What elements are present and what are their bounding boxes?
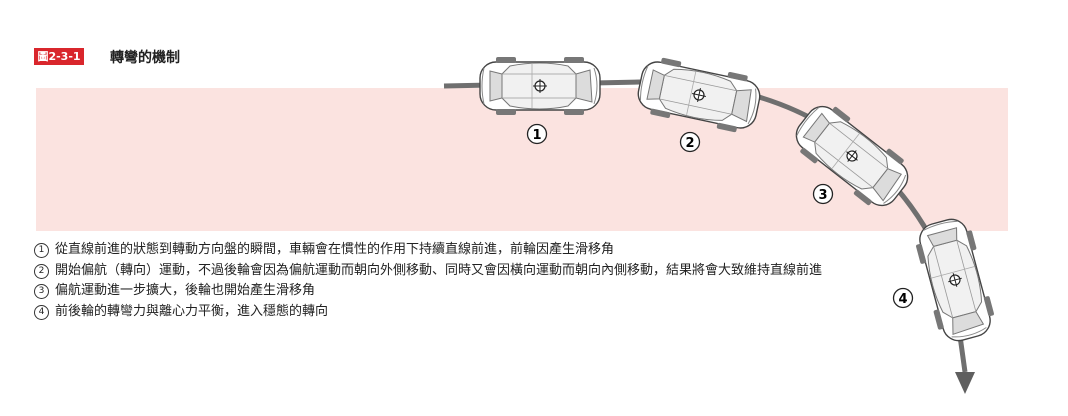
figure-title: 轉彎的機制: [110, 50, 180, 66]
svg-text:3: 3: [818, 188, 827, 203]
legend-number-4: 4: [34, 304, 49, 320]
legend-item-1: 1 從直線前進的狀態到轉動方向盤的瞬間，車輛會在慣性的作用下持續直線前進，前輪因產…: [34, 240, 822, 261]
car-position-1: [479, 56, 601, 116]
legend-number-3: 3: [34, 284, 49, 299]
svg-text:4: 4: [898, 292, 907, 307]
step-badge-1: 1: [526, 123, 548, 145]
figure-number-label: 圖2-3-1: [34, 48, 84, 65]
legend-item-3: 3 偏航運動進一步擴大，後輪也開始產生滑移角: [34, 281, 822, 302]
step-badge-2: 2: [679, 131, 701, 153]
car-position-2: [633, 53, 765, 137]
legend-item-2: 2 開始偏航（轉向）運動，不過後輪會因為偏航運動而朝向外側移動、同時又會因橫向運動…: [34, 261, 822, 282]
direction-arrow-icon: [955, 372, 975, 394]
legend-number-2: 2: [34, 263, 49, 279]
car-position-4: [910, 213, 1000, 347]
step-badge-4: 4: [892, 287, 914, 309]
legend-text-3: 偏航運動進一步擴大，後輪也開始產生滑移角: [55, 283, 316, 298]
legend-text-1: 從直線前進的狀態到轉動方向盤的瞬間，車輛會在慣性的作用下持續直線前進，前輪因產生…: [55, 242, 615, 257]
svg-text:1: 1: [532, 128, 541, 143]
svg-text:2: 2: [685, 136, 694, 151]
step-legend: 1 從直線前進的狀態到轉動方向盤的瞬間，車輛會在慣性的作用下持續直線前進，前輪因產…: [34, 240, 822, 322]
step-badge-3: 3: [812, 183, 834, 205]
legend-item-4: 4 前後輪的轉彎力與離心力平衡，進入穩態的轉向: [34, 302, 822, 323]
trajectory-path: [443, 79, 968, 373]
legend-text-4: 前後輪的轉彎力與離心力平衡，進入穩態的轉向: [55, 303, 329, 319]
legend-text-2: 開始偏航（轉向）運動，不過後輪會因為偏航運動而朝向外側移動、同時又會因橫向運動而…: [55, 262, 823, 278]
legend-number-1: 1: [34, 243, 49, 258]
